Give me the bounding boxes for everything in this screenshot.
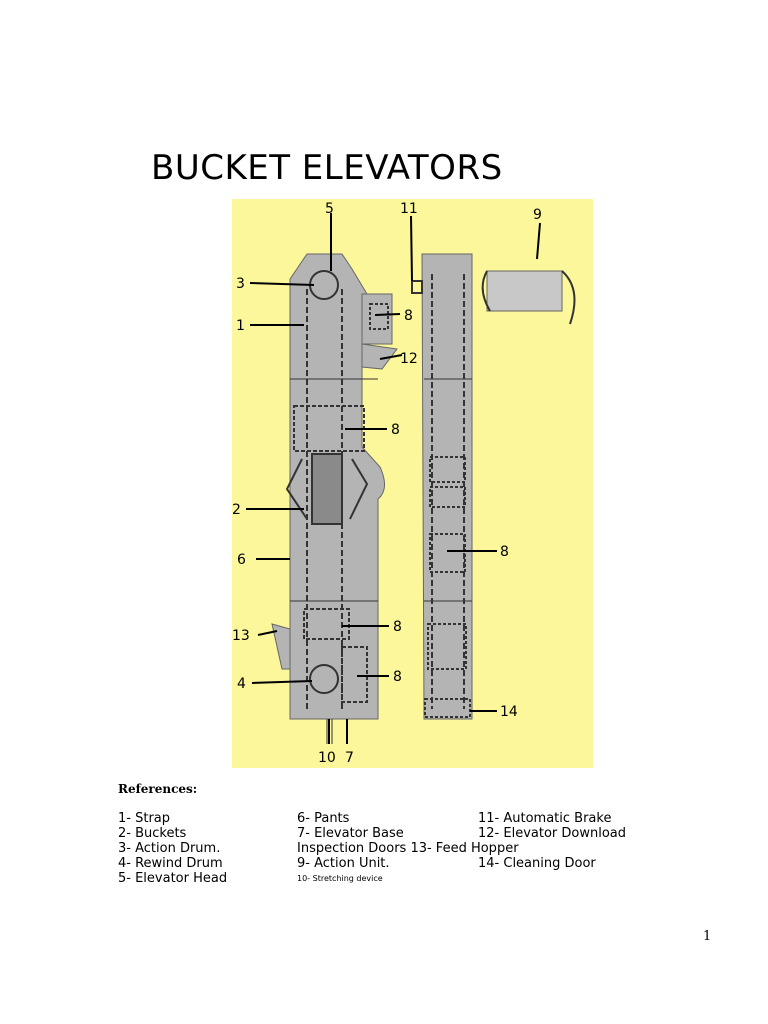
reference-item: 14- Cleaning Door xyxy=(478,856,596,871)
reference-item: 4- Rewind Drum xyxy=(118,856,223,871)
reference-item: 10- Stretching device xyxy=(297,874,383,883)
reference-item: 11- Automatic Brake xyxy=(478,811,612,826)
page-number: 1 xyxy=(703,929,712,944)
leader-lines xyxy=(246,213,541,744)
bucket-elevator-diagram: 5 11 9 3 1 8 12 8 2 6 8 13 8 4 8 14 10 7 xyxy=(232,199,593,768)
left-elevator-details xyxy=(285,270,389,744)
reference-item: 6- Pants xyxy=(297,811,350,826)
callout-5: 5 xyxy=(325,201,334,217)
callout-4: 4 xyxy=(237,676,246,692)
reference-item: 2- Buckets xyxy=(118,826,187,841)
callout-9: 9 xyxy=(533,207,542,223)
callout-11: 11 xyxy=(400,201,418,217)
reference-item: 9- Action Unit. xyxy=(297,856,390,871)
reference-item: 1- Strap xyxy=(118,811,171,826)
reference-item: 12- Elevator Download xyxy=(478,826,626,841)
page-title: BUCKET ELEVATORS xyxy=(151,148,503,188)
reference-item: 3- Action Drum. xyxy=(118,841,221,856)
callout-1: 1 xyxy=(236,318,245,334)
diagram-svg: 5 11 9 3 1 8 12 8 2 6 8 13 8 4 8 14 10 7 xyxy=(232,199,593,768)
right-elevator-details xyxy=(411,270,576,718)
callout-8-c: 8 xyxy=(500,544,509,560)
callout-7: 7 xyxy=(345,750,354,766)
callout-8-b: 8 xyxy=(391,422,400,438)
callout-2: 2 xyxy=(232,502,241,518)
references-heading: References: xyxy=(118,782,198,796)
callout-8-a: 8 xyxy=(404,308,413,324)
reference-item: 5- Elevator Head xyxy=(118,871,228,886)
reference-item: Inspection Doors 13- Feed Hopper xyxy=(297,841,519,856)
callout-labels: 5 11 9 3 1 8 12 8 2 6 8 13 8 4 8 14 10 7 xyxy=(232,201,542,766)
callout-8-d: 8 xyxy=(393,619,402,635)
callout-13: 13 xyxy=(232,628,250,644)
callout-6: 6 xyxy=(237,552,246,568)
callout-8-e: 8 xyxy=(393,669,402,685)
reference-item: 7- Elevator Base xyxy=(297,826,404,841)
callout-14: 14 xyxy=(500,704,518,720)
callout-3: 3 xyxy=(236,276,245,292)
callout-10: 10 xyxy=(318,750,336,766)
callout-12: 12 xyxy=(400,351,418,367)
